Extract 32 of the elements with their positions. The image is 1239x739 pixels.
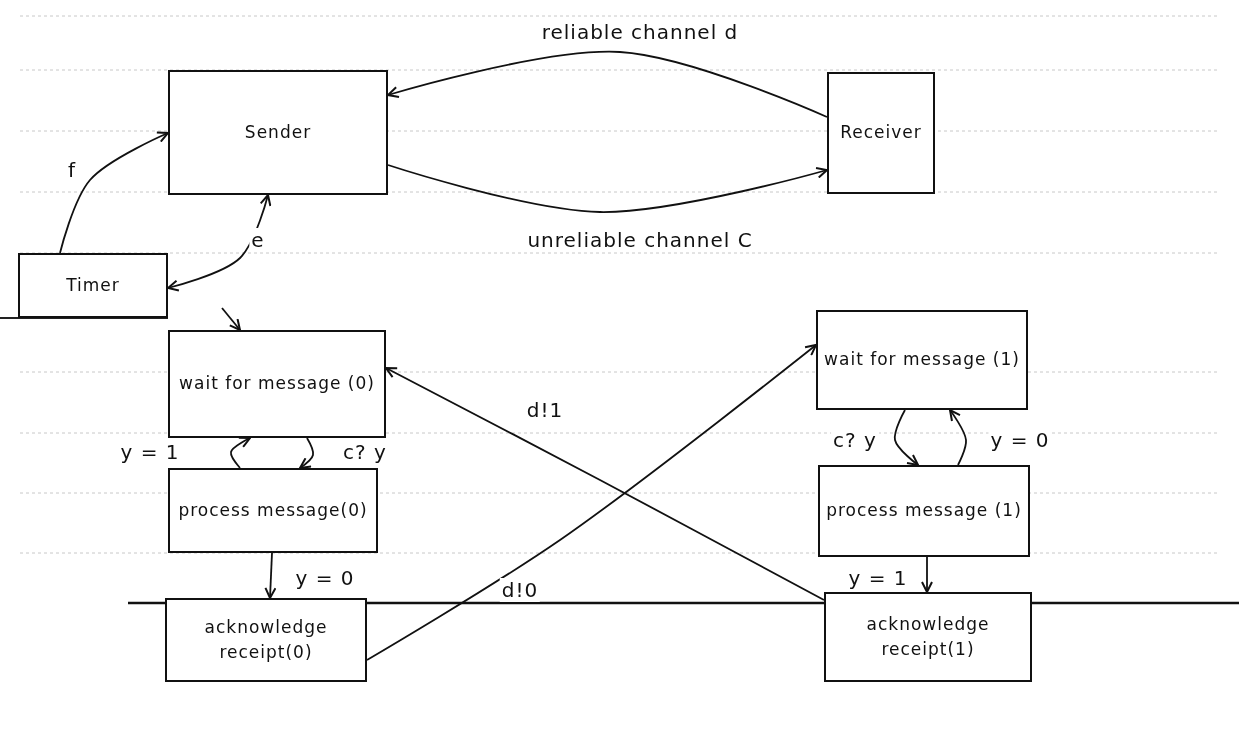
- node-label: process message(0): [178, 498, 368, 522]
- state-box: [168, 468, 378, 553]
- state-box: [168, 70, 388, 195]
- arrow: [230, 436, 251, 469]
- arrow: [167, 194, 272, 292]
- node-label: wait for message (0): [179, 372, 375, 396]
- node-label: Receiver: [840, 121, 922, 145]
- state-box: [18, 253, 168, 318]
- arrow: [893, 409, 919, 466]
- state-box: [168, 330, 386, 438]
- node-label: acknowledge receipt(1): [865, 612, 991, 661]
- arrow: [299, 437, 314, 469]
- edge-label: d!0: [499, 578, 541, 602]
- arrow: [921, 556, 933, 593]
- node-label: process message (1): [826, 499, 1022, 523]
- state-box: [816, 310, 1028, 410]
- arrow: [949, 409, 967, 466]
- node-label: acknowledge receipt(0): [203, 615, 329, 664]
- state-box: [824, 592, 1032, 682]
- arrow: [366, 344, 817, 661]
- arrow: [387, 51, 828, 118]
- arrow: [221, 307, 241, 331]
- arrow: [264, 552, 277, 599]
- node-label: wait for message (1): [824, 348, 1020, 372]
- state-box: [818, 465, 1030, 557]
- arrow: [387, 164, 828, 213]
- arrow: [59, 131, 169, 254]
- state-box: [165, 598, 367, 682]
- arrow: [385, 367, 825, 601]
- node-label: Sender: [244, 120, 312, 144]
- node-label: Timer: [66, 273, 120, 297]
- state-box: [827, 72, 935, 194]
